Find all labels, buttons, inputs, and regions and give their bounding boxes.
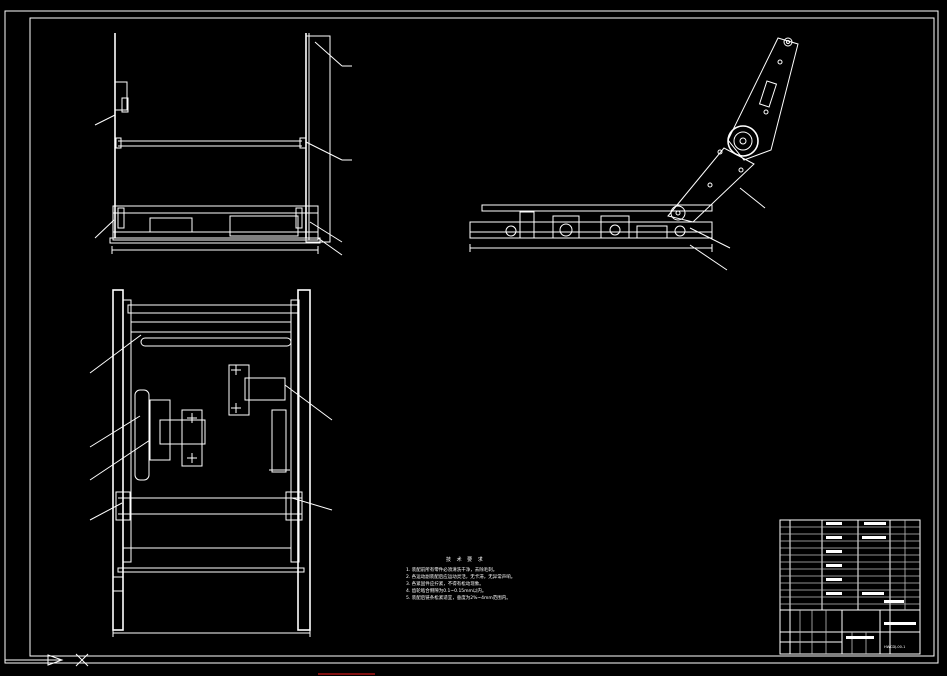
tech-requirements-title: 技 术 要 求 <box>446 557 485 563</box>
projection-symbol <box>5 653 375 675</box>
top-view <box>89 289 333 637</box>
front-view <box>94 33 352 256</box>
side-view <box>469 37 799 271</box>
title-block <box>779 519 921 655</box>
drawing-number: HWCDJ-00-1 <box>884 645 906 649</box>
tech-requirement-3: 3. 各紧固件应拧紧，不得有松动现象。 <box>406 582 484 587</box>
tech-requirement-1: 1. 装配前所有零件必须清洗干净，去除毛刺。 <box>406 568 498 573</box>
tech-requirement-2: 2. 各运动副装配后应运动灵活，无卡滞，无异常声响。 <box>406 575 516 580</box>
drawing-frame <box>4 10 939 664</box>
tech-requirement-5: 5. 装配后链条松紧适宜，垂度为2%~4mm范围内。 <box>406 596 511 601</box>
tech-requirement-4: 4. 齿轮啮合侧隙为0.1~0.15mm以内。 <box>406 589 487 594</box>
